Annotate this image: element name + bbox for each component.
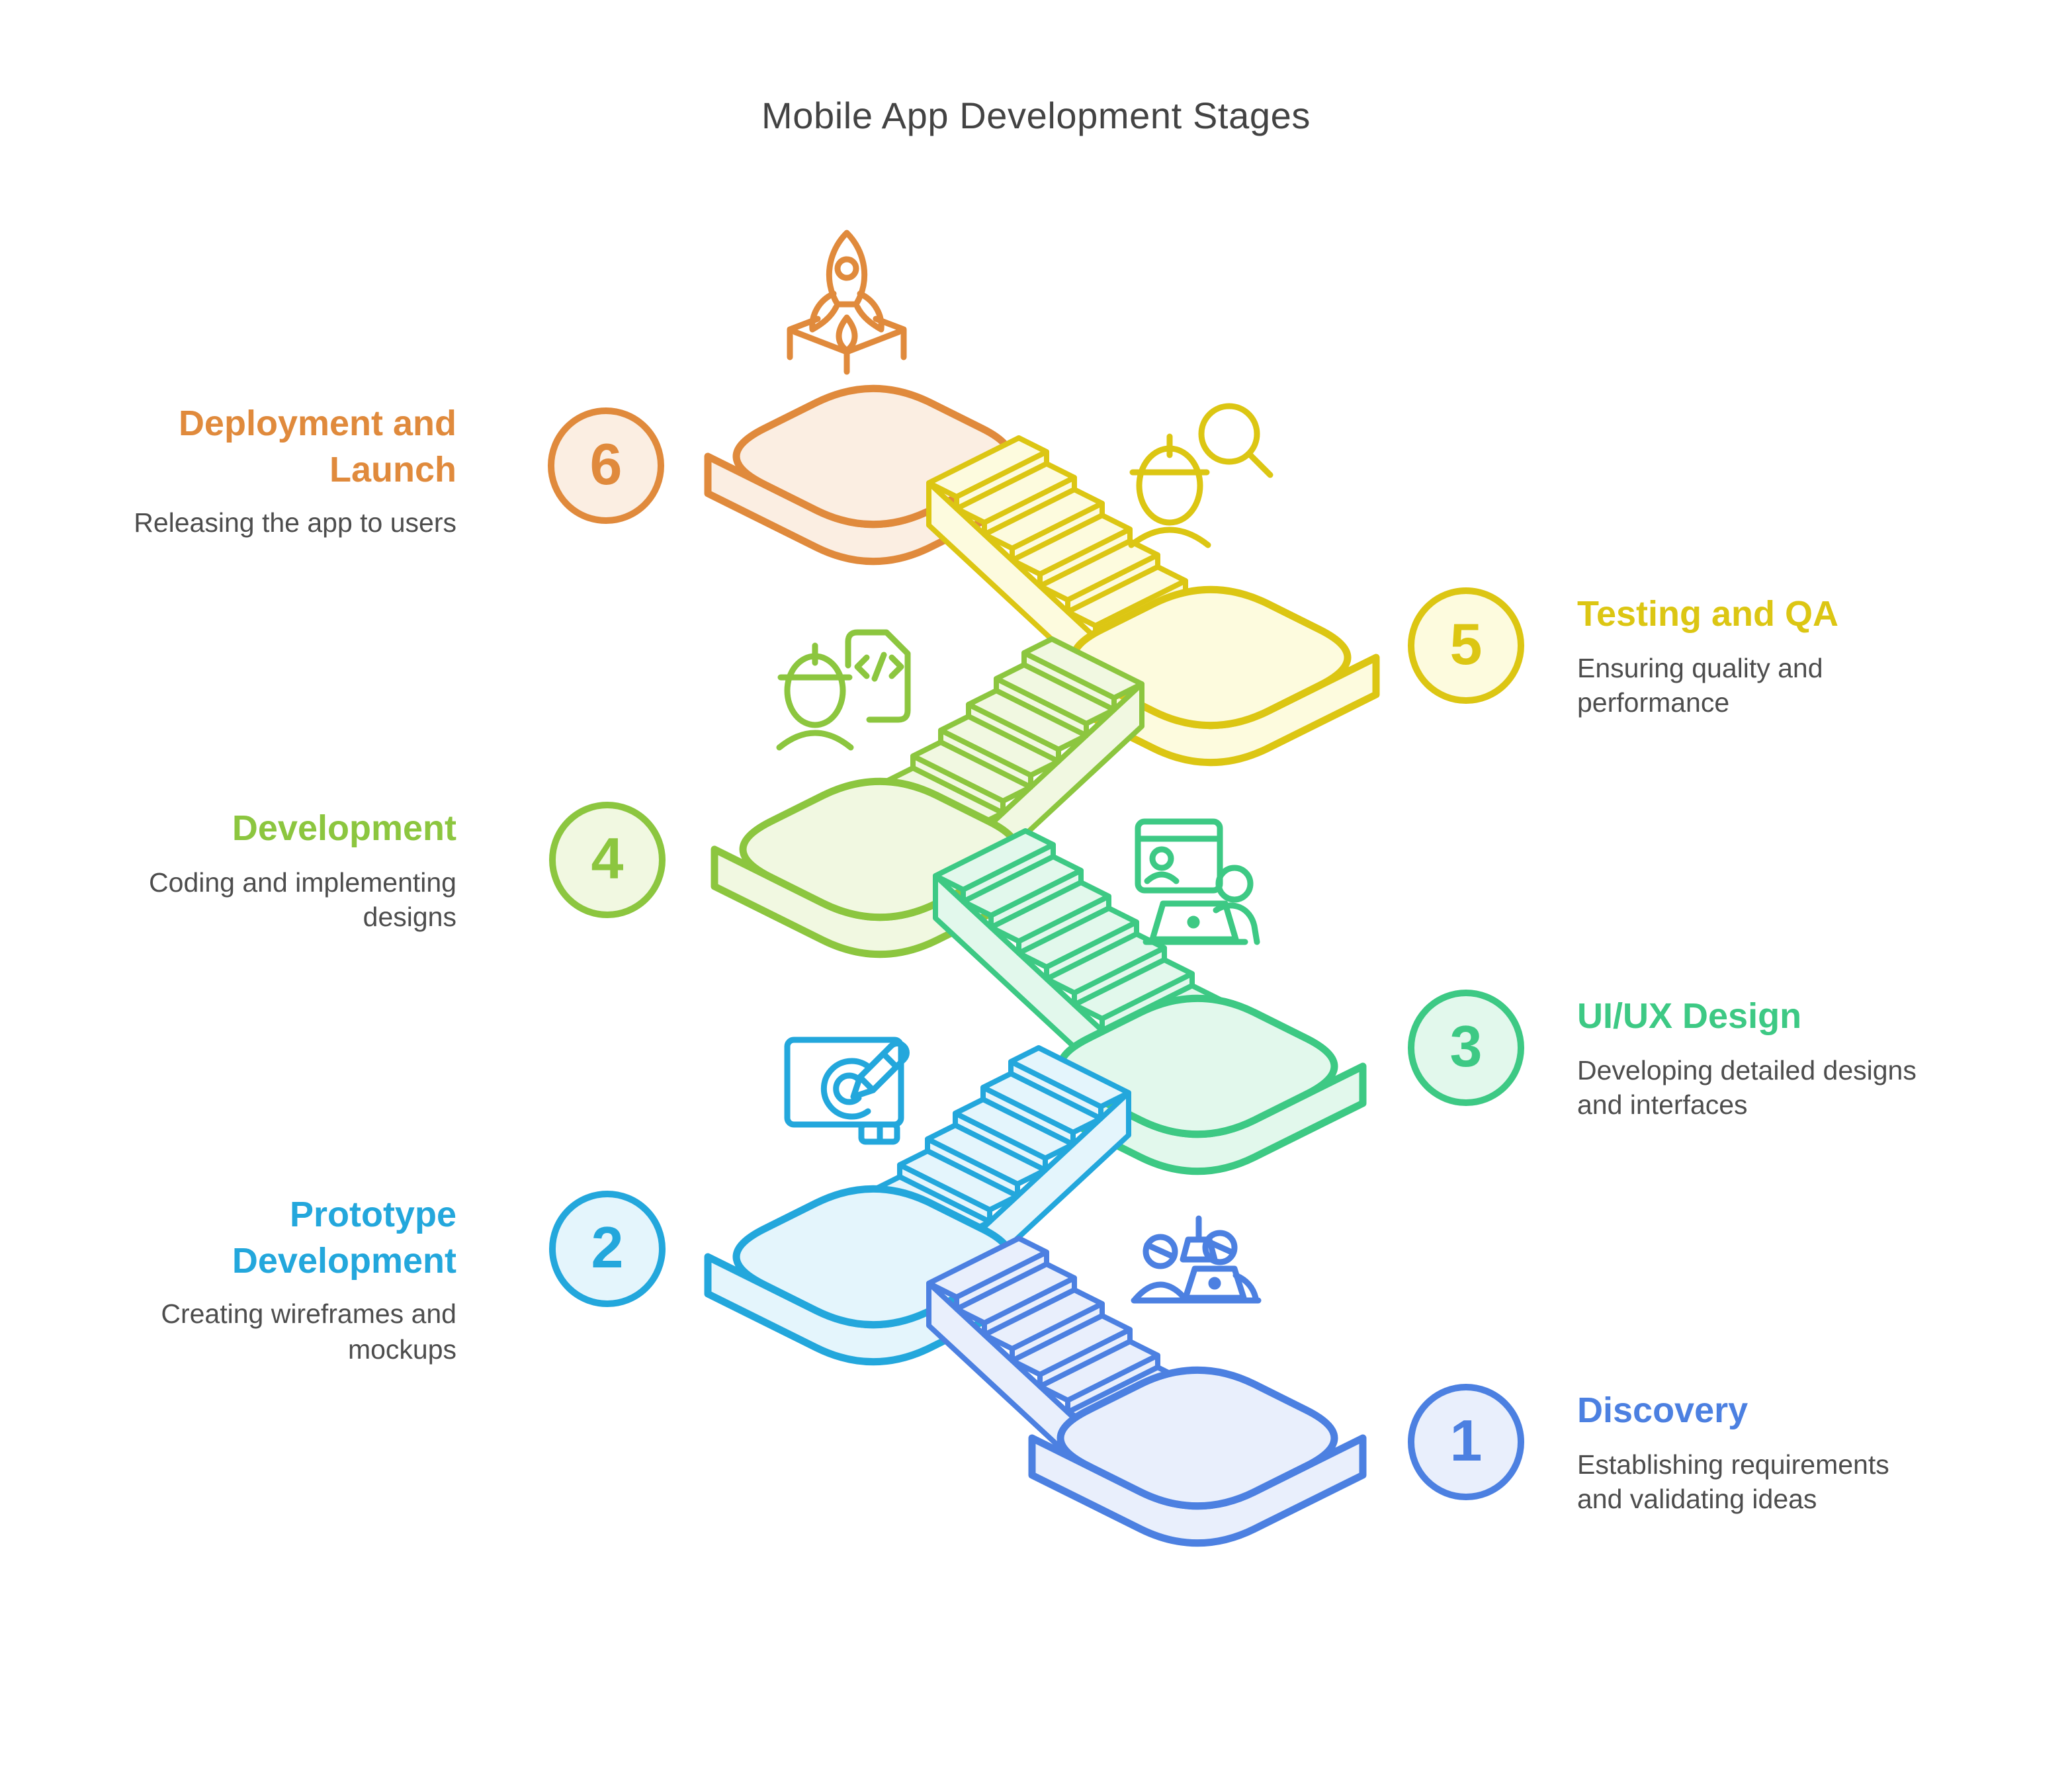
- stage-3-number: 3: [1449, 1015, 1483, 1080]
- stage-6-number: 6: [589, 433, 623, 497]
- stage-1-number-badge: 1: [1408, 1384, 1524, 1500]
- stage-3-label: UI/UX Design Developing detailed designs…: [1577, 994, 1929, 1125]
- stage-3-number-badge: 3: [1408, 990, 1524, 1106]
- stage-3-title: UI/UX Design: [1577, 996, 1802, 1036]
- stage-2-description: Creating wireframes and mockups: [161, 1299, 456, 1365]
- stage-4-number: 4: [591, 827, 624, 892]
- stage-2-label: Prototype Development Creating wireframe…: [126, 1192, 456, 1369]
- stage-5-description: Ensuring quality and performance: [1577, 653, 1823, 719]
- stage-4-number-badge: 4: [549, 802, 666, 918]
- stage-2-title: Prototype Development: [232, 1195, 456, 1281]
- engineer-code-icon: [776, 629, 911, 751]
- stage-3-description: Developing detailed designs and interfac…: [1577, 1055, 1917, 1121]
- stage-5-label: Testing and QA Ensuring quality and perf…: [1577, 591, 1929, 722]
- stage-5-number: 5: [1449, 613, 1483, 677]
- stage-6-label: Deployment and Launch Releasing the app …: [126, 401, 456, 542]
- stage-4-description: Coding and implementing designs: [149, 867, 456, 933]
- stage-6-number-badge: 6: [548, 407, 664, 524]
- page-title: Mobile App Development Stages: [761, 95, 1311, 136]
- stage-1-number: 1: [1449, 1409, 1483, 1474]
- artboard-pencil-icon: [784, 1037, 910, 1145]
- stage-5-number-badge: 5: [1408, 587, 1524, 704]
- stage-1-label: Discovery Establishing requirements and …: [1577, 1388, 1929, 1519]
- stage-5-title: Testing and QA: [1577, 594, 1839, 634]
- stage-2-number: 2: [591, 1216, 624, 1281]
- stage-1-title: Discovery: [1577, 1390, 1748, 1430]
- stage-1-description: Establishing requirements and validating…: [1577, 1449, 1889, 1515]
- rocket-launch-icon: [787, 230, 907, 375]
- designer-card-icon: [1135, 818, 1260, 945]
- platform-stage-1: [1028, 1366, 1367, 1547]
- stage-2-number-badge: 2: [549, 1191, 666, 1307]
- stage-6-title: Deployment and Launch: [178, 404, 456, 489]
- stage-6-description: Releasing the app to users: [134, 508, 456, 539]
- stage-4-label: Development Coding and implementing desi…: [126, 806, 456, 937]
- engineer-search-icon: [1128, 403, 1273, 548]
- discovery-team-icon: [1131, 1215, 1262, 1304]
- stage-4-title: Development: [232, 808, 456, 848]
